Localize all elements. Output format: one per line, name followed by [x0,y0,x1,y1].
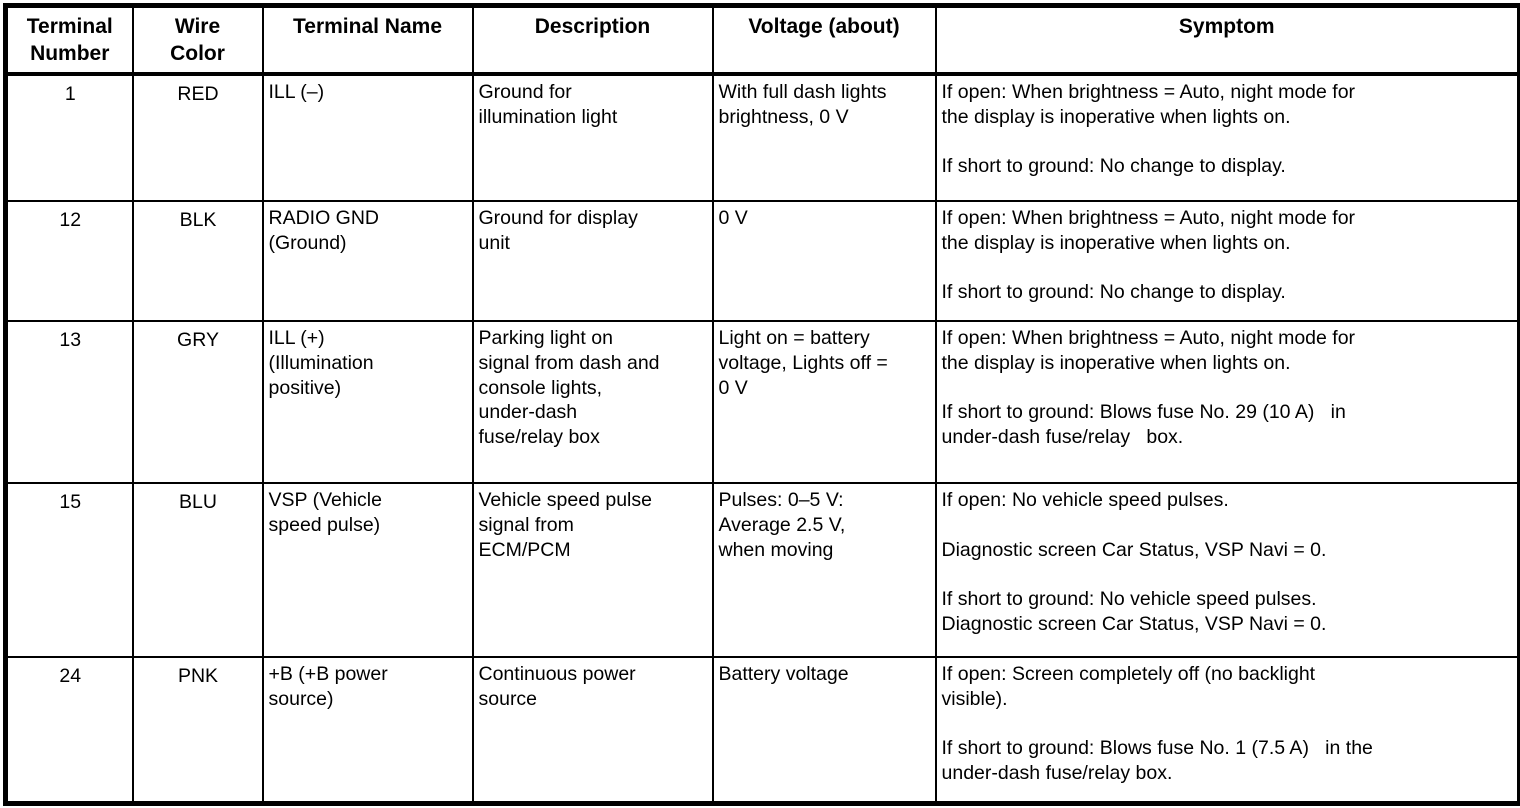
cell-terminal-number: 12 [4,199,134,322]
cell-wire-color: BLU [131,481,264,658]
cell-terminal-name: ILL (+) (Illumination positive) [261,319,474,484]
table-row: 12 BLK RADIO GND (Ground) Ground for dis… [4,199,1520,322]
cell-symptom: If open: When brightness = Auto, night m… [934,199,1520,322]
cell-description: Vehicle speed pulse signal from ECM/PCM [471,481,714,658]
header-row: Terminal Number Wire Color Terminal Name… [4,4,1520,76]
column-header-description: Description [471,4,714,76]
table-row: 15 BLU VSP (Vehicle speed pulse) Vehicle… [4,481,1520,658]
cell-terminal-name: VSP (Vehicle speed pulse) [261,481,474,658]
cell-symptom: If open: When brightness = Auto, night m… [934,72,1520,202]
cell-wire-color: RED [131,72,264,202]
column-header-symptom: Symptom [934,4,1520,76]
cell-wire-color: PNK [131,655,264,805]
cell-voltage: Battery voltage [711,655,937,805]
cell-wire-color: BLK [131,199,264,322]
terminal-pinout-table: Terminal Number Wire Color Terminal Name… [3,3,1520,807]
cell-voltage: Pulses: 0–5 V: Average 2.5 V, when movin… [711,481,937,658]
cell-voltage: Light on = battery voltage, Lights off =… [711,319,937,484]
cell-terminal-name: +B (+B power source) [261,655,474,805]
cell-symptom: If open: When brightness = Auto, night m… [934,319,1520,484]
cell-voltage: With full dash lights brightness, 0 V [711,72,937,202]
cell-voltage: 0 V [711,199,937,322]
column-header-terminal-number: Terminal Number [4,4,134,76]
cell-symptom: If open: Screen completely off (no backl… [934,655,1520,805]
column-header-terminal-name: Terminal Name [261,4,474,76]
cell-description: Continuous power source [471,655,714,805]
table-row: 13 GRY ILL (+) (Illumination positive) P… [4,319,1520,484]
cell-description: Ground for display unit [471,199,714,322]
cell-wire-color: GRY [131,319,264,484]
cell-terminal-number: 1 [4,72,134,202]
cell-terminal-name: ILL (–) [261,72,474,202]
table-row: 1 RED ILL (–) Ground for illumination li… [4,72,1520,202]
cell-description: Parking light on signal from dash and co… [471,319,714,484]
cell-terminal-number: 13 [4,319,134,484]
cell-terminal-number: 15 [4,481,134,658]
cell-terminal-name: RADIO GND (Ground) [261,199,474,322]
cell-terminal-number: 24 [4,655,134,805]
cell-description: Ground for illumination light [471,72,714,202]
table-row: 24 PNK +B (+B power source) Continuous p… [4,655,1520,805]
cell-symptom: If open: No vehicle speed pulses. Diagno… [934,481,1520,658]
column-header-wire-color: Wire Color [131,4,264,76]
column-header-voltage: Voltage (about) [711,4,937,76]
